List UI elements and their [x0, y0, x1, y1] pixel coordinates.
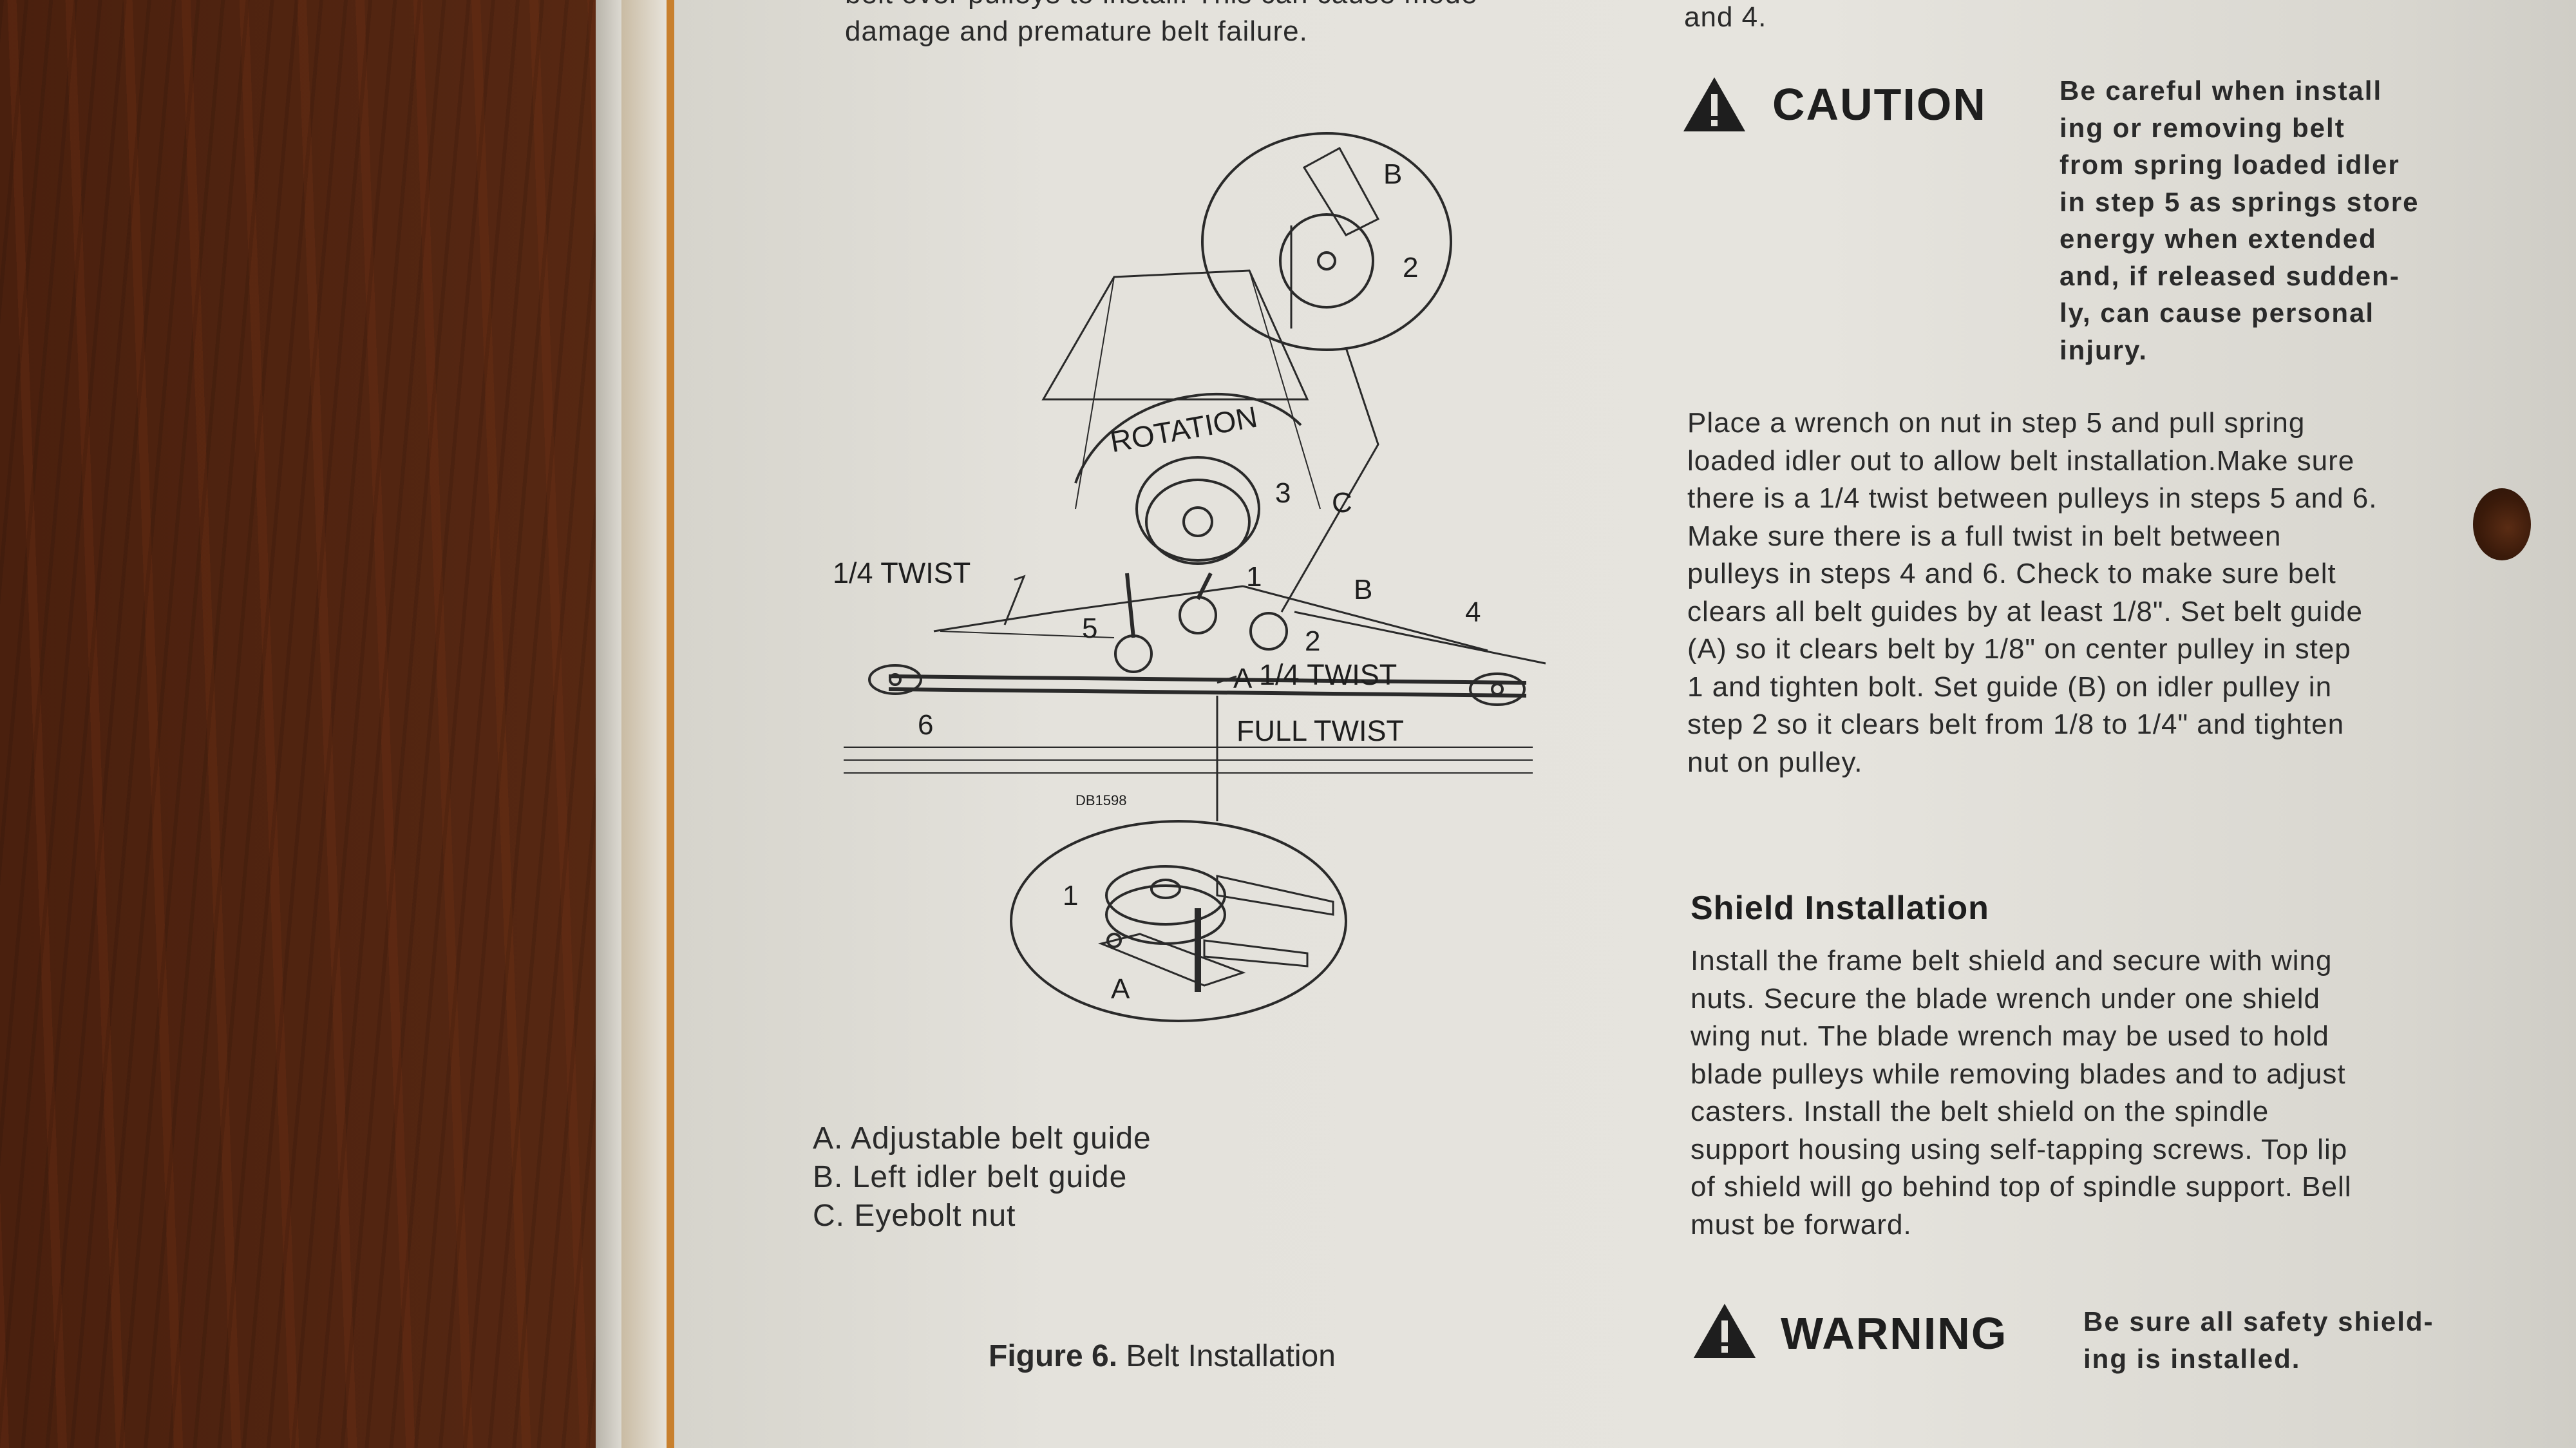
paragraph-line: support housing using self-tapping screw… — [1690, 1133, 2348, 1165]
paragraph-line: wing nut. The blade wrench may be used t… — [1690, 1020, 2329, 1052]
warning-line: Be sure all safety shield- — [2083, 1306, 2434, 1337]
paragraph-line: nuts. Secure the blade wrench under one … — [1690, 982, 2320, 1015]
legend-item-c: C. Eyebolt nut — [813, 1199, 1016, 1233]
caption-text: Belt Installation — [1126, 1339, 1336, 1373]
legend-item-a: A. Adjustable belt guide — [813, 1121, 1151, 1156]
page-edge — [621, 0, 667, 1448]
paragraph-line: step 2 so it clears belt from 1/8 to 1/4… — [1687, 709, 2345, 740]
full-twist-label: FULL TWIST — [1236, 714, 1404, 747]
warning-icon — [1694, 1304, 1756, 1358]
manual-page — [674, 0, 2576, 1448]
paragraph-line: blade pulleys while removing blades and … — [1690, 1058, 2346, 1090]
inset-bottom-label-1: 1 — [1063, 880, 1078, 911]
paragraph-line: Make sure there is a full twist in belt … — [1687, 520, 2282, 552]
paragraph-line: loaded idler out to allow belt installat… — [1687, 444, 2355, 477]
paragraph-line: Install the frame belt shield and secure… — [1690, 945, 2333, 976]
paragraph-line: (A) so it clears belt by 1/8" on center … — [1687, 633, 2351, 665]
drawing-number: DB1598 — [1075, 792, 1127, 808]
label-2: 2 — [1305, 625, 1320, 657]
paragraph-line: of shield will go behind top of spindle … — [1690, 1171, 2352, 1203]
page-edge — [596, 0, 621, 1448]
figure-caption: Figure 6. Belt Installation — [989, 1338, 1336, 1374]
label-b: B — [1354, 574, 1372, 605]
caution-heading: CAUTION — [1772, 79, 1987, 129]
warning-text: Be sure all safety shield- ing is instal… — [2083, 1303, 2434, 1377]
label-a: A — [1233, 663, 1253, 694]
caution-line: and, if released sudden- — [2060, 260, 2400, 291]
page-edge-orange — [667, 0, 674, 1448]
belt-installation-diagram: B 2 ROTATION 1/4 TWIST 3 C 1 B 5 4 2 A 1… — [833, 132, 1546, 1022]
caution-line: ing or removing belt — [2060, 112, 2345, 143]
cut-off-line: belt over pulleys to install. This can c… — [845, 0, 1477, 14]
caution-warning-icon — [1683, 77, 1745, 131]
paragraph-line: must be forward. — [1690, 1208, 1912, 1241]
caption-label: Figure 6. — [989, 1339, 1118, 1373]
paragraph-line: nut on pulley. — [1687, 746, 1863, 778]
label-5: 5 — [1082, 613, 1097, 644]
warning-heading: WARNING — [1781, 1308, 2008, 1358]
label-4: 4 — [1465, 596, 1481, 628]
paragraph-line: Place a wrench on nut in step 5 and pull… — [1687, 407, 2306, 439]
belt-instructions-paragraph: Place a wrench on nut in step 5 and pull… — [1687, 405, 2377, 781]
legend-item-b: B. Left idler belt guide — [813, 1160, 1128, 1194]
rotation-label: ROTATION — [1108, 400, 1260, 459]
right-top-line: and 4. — [1684, 1, 1767, 33]
paragraph-line: pulleys in steps 4 and 6. Check to make … — [1687, 558, 2336, 589]
warning-line: ing is installed. — [2083, 1343, 2301, 1374]
caution-line: injury. — [2060, 334, 2148, 365]
label-3: 3 — [1275, 477, 1291, 509]
caution-line: Be careful when install — [2060, 75, 2383, 106]
caution-line: in step 5 as springs store — [2060, 186, 2420, 217]
bottom-inset-circle — [1010, 820, 1347, 1022]
paragraph-line: 1 and tighten bolt. Set guide (B) on idl… — [1687, 671, 2333, 703]
inset-top-label-2: 2 — [1403, 252, 1418, 283]
section-heading: Shield Installation — [1690, 890, 1989, 927]
paragraph-line: there is a 1/4 twist between pulleys in … — [1687, 482, 2378, 514]
label-c: C — [1332, 487, 1352, 519]
paragraph-line: casters. Install the belt shield on the … — [1690, 1096, 2269, 1127]
quarter-twist-left-label: 1/4 TWIST — [833, 557, 971, 589]
label-6: 6 — [918, 709, 933, 741]
punch-hole — [2473, 488, 2531, 560]
caution-line: ly, can cause personal — [2060, 298, 2375, 328]
label-1: 1 — [1246, 561, 1262, 593]
paragraph-line: clears all belt guides by at least 1/8".… — [1687, 595, 2363, 627]
caution-line: from spring loaded idler — [2060, 149, 2400, 180]
intro-line: damage and premature belt failure. — [845, 15, 1308, 47]
shield-instructions-paragraph: Install the frame belt shield and secure… — [1690, 942, 2352, 1244]
caution-text: Be careful when install ing or removing … — [2060, 72, 2420, 368]
quarter-twist-right-label: 1/4 TWIST — [1259, 658, 1397, 691]
inset-bottom-label-a: A — [1111, 973, 1130, 1005]
top-inset-circle — [1201, 132, 1452, 351]
inset-top-label-b: B — [1383, 158, 1402, 190]
caution-line: energy when extended — [2060, 224, 2377, 254]
